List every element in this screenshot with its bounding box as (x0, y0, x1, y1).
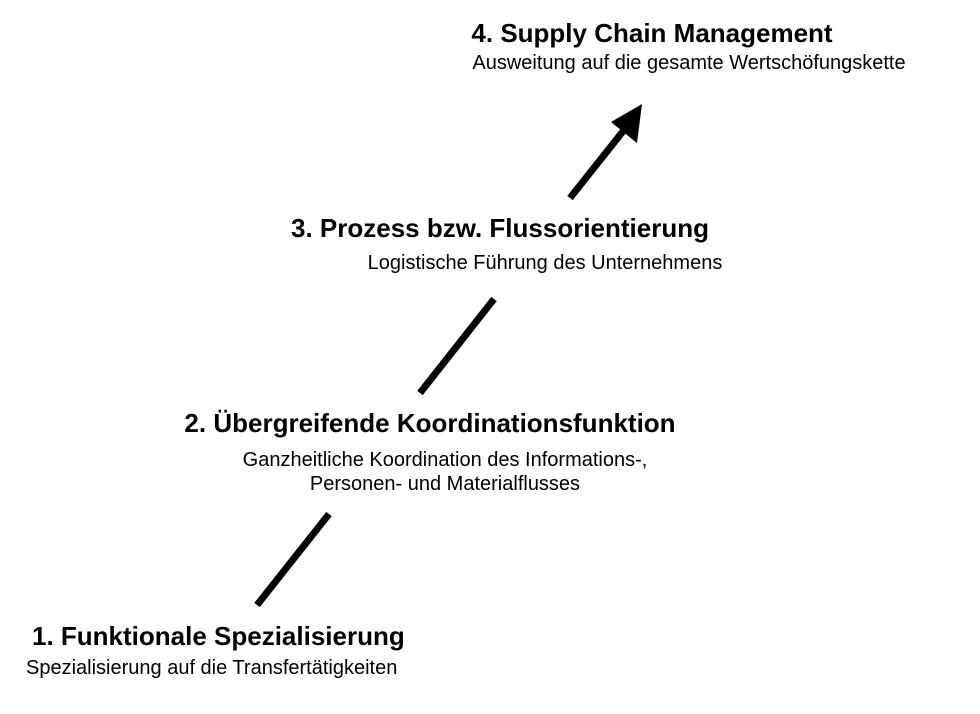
stage-1-description: Spezialisierung auf die Transfertätigkei… (26, 657, 398, 679)
stage-4-description: Ausweitung auf die gesamte Wertschöfungs… (472, 52, 906, 74)
stage-2-description: Ganzheitliche Koordination des Informati… (242, 449, 648, 495)
stage-3-description: Logistische Führung des Unternehmens (367, 252, 723, 274)
stage-1: 1. Funktionale Spezialisierung Spezialis… (20, 621, 500, 680)
stage-4-title: 4. Supply Chain Management (471, 18, 833, 48)
arrowhead-icon (611, 104, 642, 143)
stage-4: 4. Supply Chain Management Ausweitung au… (414, 18, 964, 75)
stage-2-title: 2. Übergreifende Koordinationsfunktion (184, 408, 676, 438)
connector-line-3-to-4 (567, 127, 627, 201)
connector-line-2-to-3 (417, 296, 497, 396)
stage-1-title: 1. Funktionale Spezialisierung (32, 621, 405, 651)
stage-2: 2. Übergreifende Koordinationsfunktion G… (140, 408, 750, 496)
connector-line-1-to-2 (254, 511, 332, 608)
stage-3: 3. Prozess bzw. Flussorientierung Logist… (250, 213, 800, 275)
stage-3-title: 3. Prozess bzw. Flussorientierung (290, 213, 710, 243)
